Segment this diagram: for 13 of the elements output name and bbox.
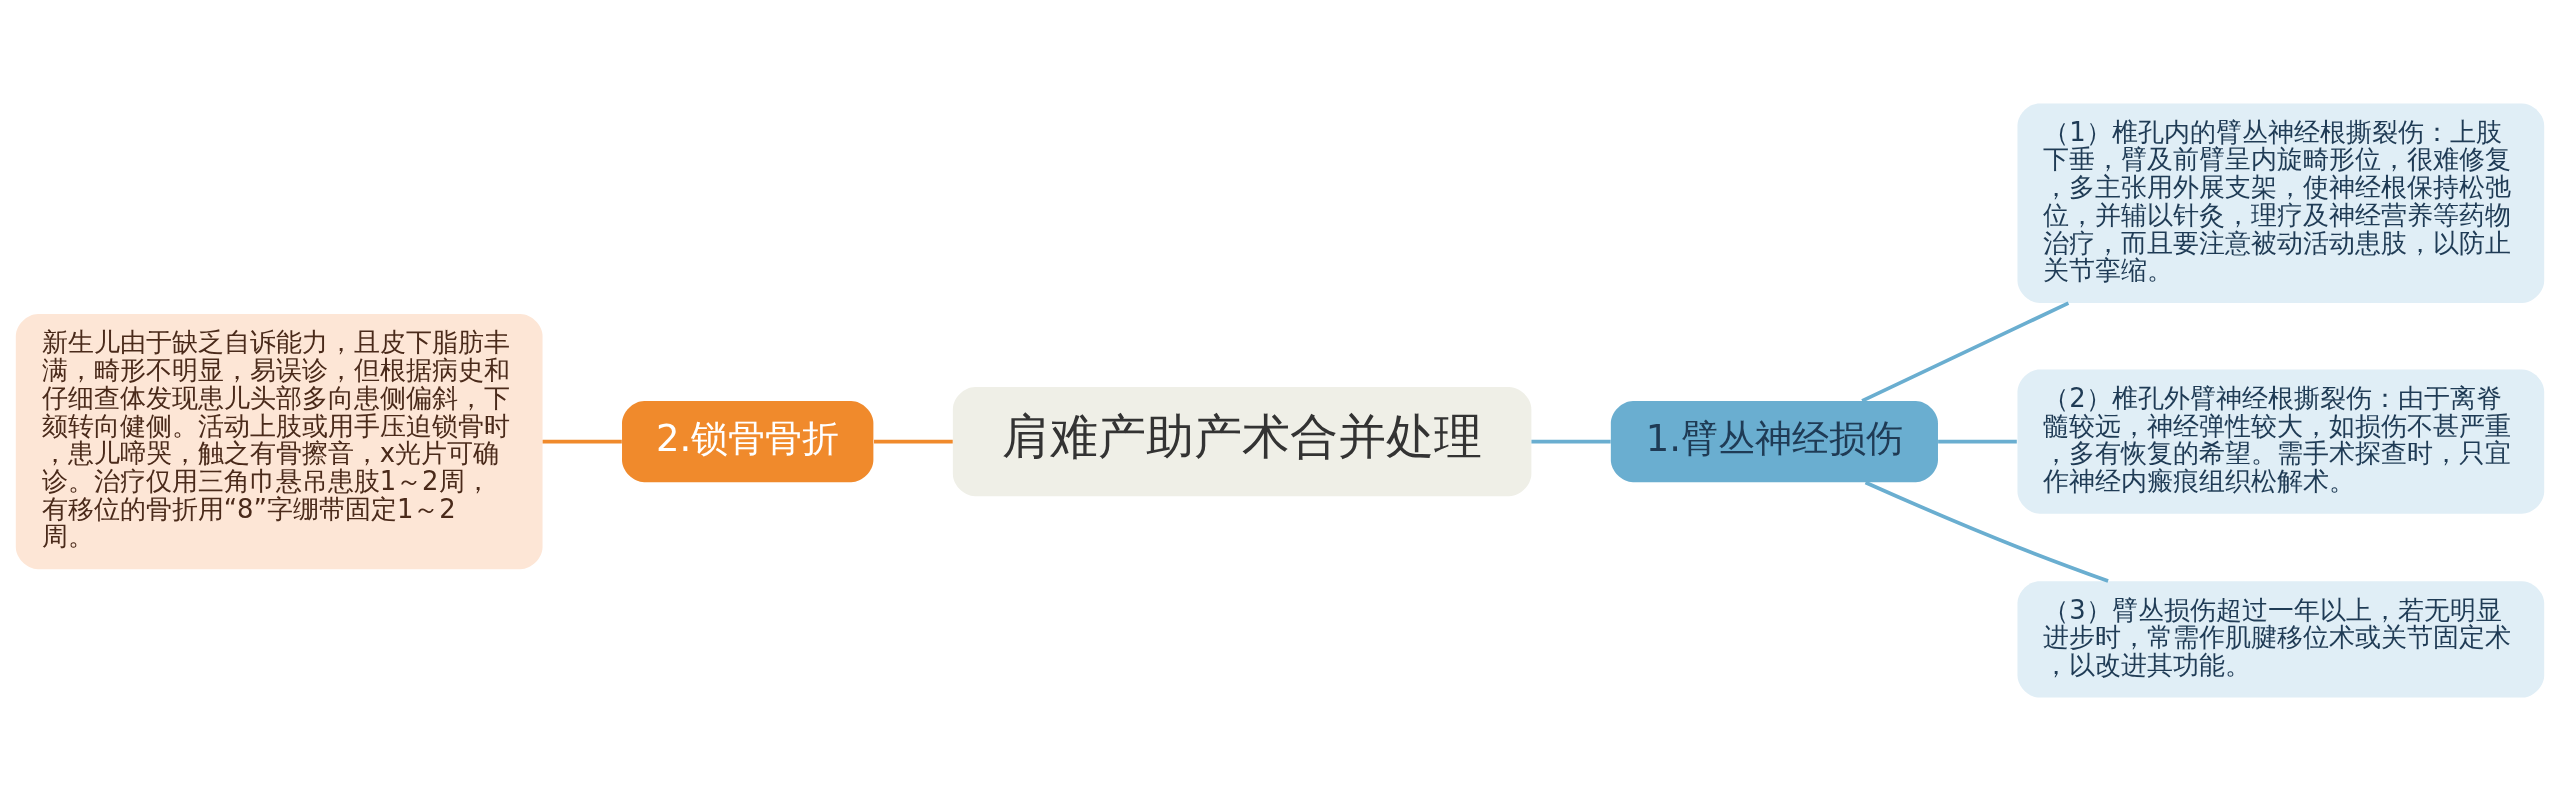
- node-box: （3）臂丛损伤超过一年以上，若无明显进步时，常需作肌腱移位术或关节固定术，以改进其功能。: [2017, 580, 2545, 698]
- connector: [542, 439, 622, 443]
- connector: [1864, 480, 2109, 583]
- node-box: 新生儿由于缺乏自诉能力，且皮下脂肪丰满，畸形不明显，易误诊，但根据病史和仔细查体发现患儿头部多向患侧偏斜，下颏转向健侧。活动上肢或用手压迫锁骨时，患儿啼哭，触之有骨擦音，x光片可确诊。治疗仅用三角巾悬吊患肢1～2周，有移位的骨折用“8”字绷带固定1～2周。: [15, 313, 543, 569]
- node-box: （2）椎孔外臂神经根撕裂伤：由于离脊髓较远，神经弹性较大，如损伤不甚严重，多有恢复的希望。需手术探查时，只宜作神经内瘢痕组织松解术。: [2017, 369, 2545, 514]
- node-box: 1.臂丛神经损伤: [1610, 400, 1938, 482]
- connector: [1938, 439, 2017, 443]
- node-box: （1）椎孔内的臂丛神经根撕裂伤：上肢下垂，臂及前臂呈内旋畸形位，很难修复，多主张用外展支架，使神经根保持松弛位，并辅以针灸，理疗及神经营养等药物治疗，而且要注意被动活动患肢，以防止关节挛缩。: [2017, 102, 2545, 303]
- connector: [1861, 300, 2070, 403]
- connector: [874, 439, 953, 443]
- node-box: 肩难产助产术合并处理: [952, 386, 1532, 496]
- node-box: 2.锁骨骨折: [622, 400, 874, 482]
- connector: [1531, 439, 1611, 443]
